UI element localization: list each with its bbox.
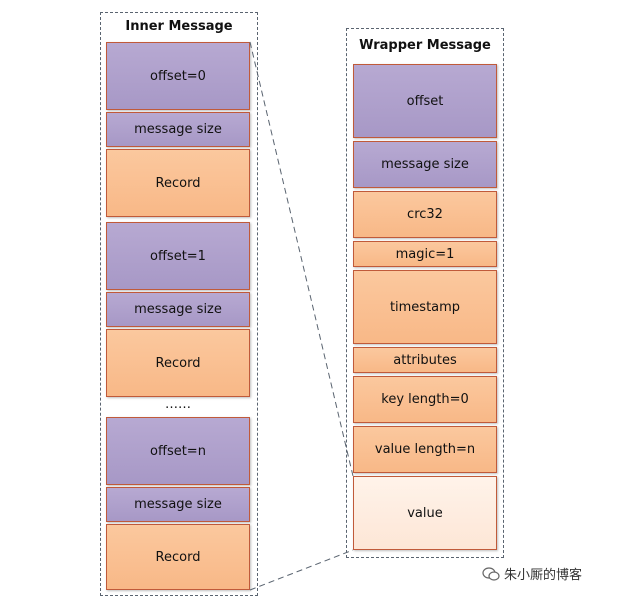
block-label: value <box>407 505 443 521</box>
connector-bottom <box>249 549 354 591</box>
wrapper-value-length: value length=n <box>353 426 497 473</box>
block-label: offset <box>406 93 444 109</box>
wrapper-crc32: crc32 <box>353 191 497 238</box>
wrapper-value: value <box>353 476 497 550</box>
wrapper-message-frame: Wrapper Message <box>346 28 504 558</box>
block-label: timestamp <box>389 299 461 315</box>
wrapper-message-size: message size <box>353 141 497 188</box>
inner-message-title: Inner Message <box>125 19 233 34</box>
inner-offset-n: offset=n <box>106 417 250 485</box>
inner-offset-0: offset=0 <box>106 42 250 110</box>
block-label: value length=n <box>374 442 476 457</box>
watermark-text: 朱小厮的博客 <box>504 568 583 583</box>
block-label: offset=0 <box>150 68 206 84</box>
wrapper-attributes: attributes <box>353 347 497 373</box>
wrapper-key-length: key length=0 <box>353 376 497 423</box>
inner-record-0: Record <box>106 149 250 217</box>
block-label: Record <box>155 549 201 565</box>
inner-message-frame: Inner Message <box>100 12 258 596</box>
block-label: crc32 <box>407 207 443 222</box>
block-label: offset=1 <box>150 248 206 264</box>
wrapper-timestamp: timestamp <box>353 270 497 344</box>
block-label: Record <box>155 355 201 371</box>
connector-top <box>249 41 354 477</box>
block-label: attributes <box>393 352 457 368</box>
inner-offset-1: offset=1 <box>106 222 250 290</box>
inner-record-n: Record <box>106 524 250 590</box>
watermark: 朱小厮的博客 <box>482 564 582 583</box>
block-label: message size <box>134 497 222 512</box>
wrapper-magic: magic=1 <box>353 241 497 267</box>
block-label: magic=1 <box>395 246 455 262</box>
inner-message-size-0: message size <box>106 112 250 147</box>
wrapper-offset: offset <box>353 64 497 138</box>
block-label: message size <box>134 122 222 137</box>
inner-record-1: Record <box>106 329 250 397</box>
wrapper-message-title: Wrapper Message <box>359 38 491 53</box>
inner-ellipsis: …… <box>165 397 191 412</box>
block-label: Record <box>155 175 201 191</box>
block-label: message size <box>134 302 222 317</box>
block-label: key length=0 <box>381 392 469 407</box>
block-label: offset=n <box>150 443 206 459</box>
block-label: message size <box>381 157 469 172</box>
inner-message-size-n: message size <box>106 487 250 522</box>
inner-message-size-1: message size <box>106 292 250 327</box>
wechat-icon <box>482 566 500 581</box>
